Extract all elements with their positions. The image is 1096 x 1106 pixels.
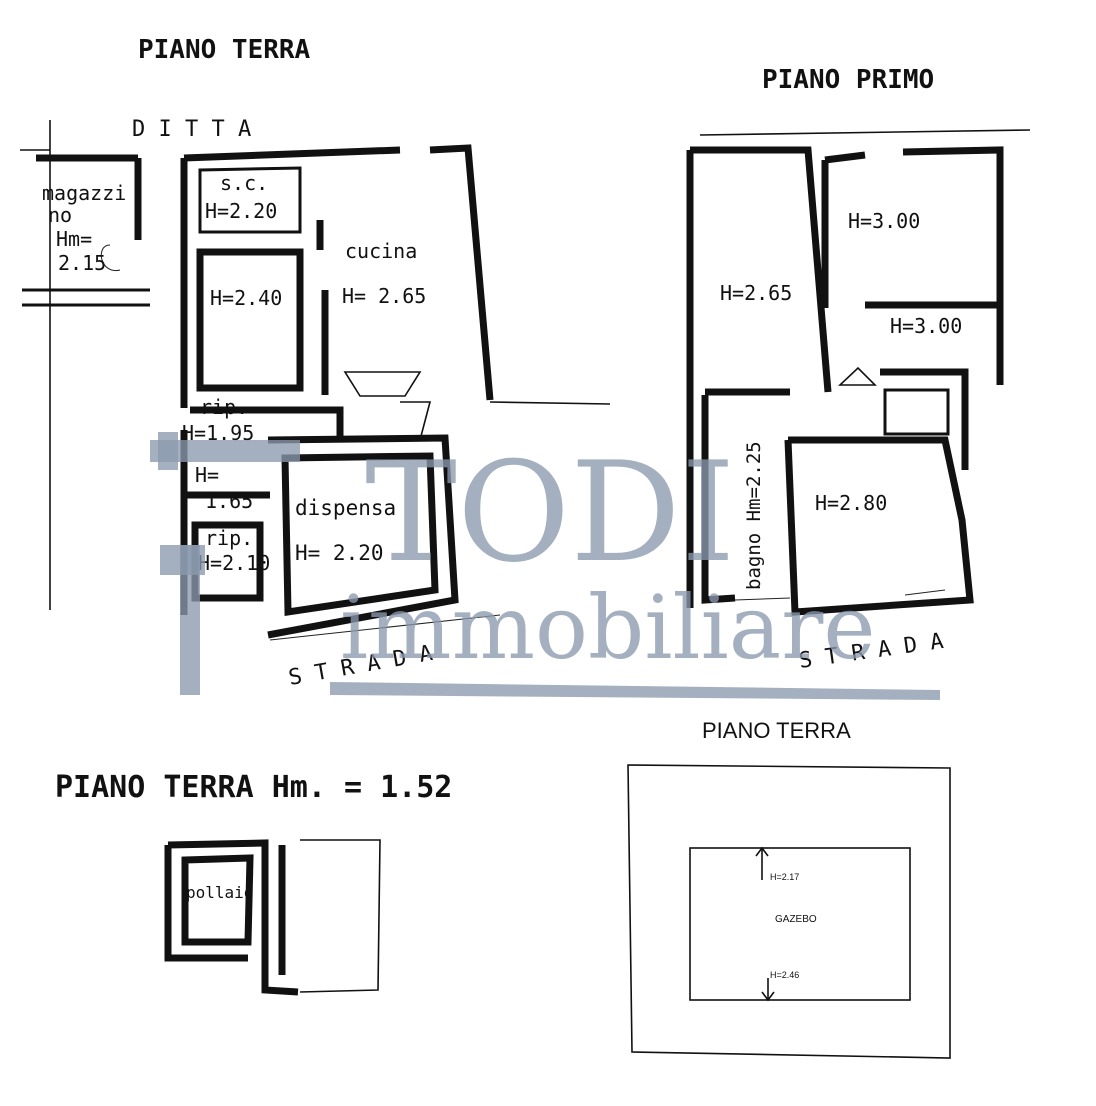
bagno-label: bagno Hm=2.25	[743, 441, 765, 590]
ground-floor-title: PIANO TERRA	[138, 35, 311, 65]
cucina-label: cucina	[345, 239, 417, 263]
pollaio-floor-title: PIANO TERRA Hm. = 1.52	[55, 770, 452, 805]
watermark-immobiliare: immobiliare	[340, 576, 875, 679]
magazzino-height-label: Hm=	[56, 227, 92, 251]
first-room-h280: H=2.80	[815, 491, 887, 515]
ground-main-walls	[180, 144, 611, 641]
h165-value: 1.65	[205, 489, 253, 513]
gazebo-height-top: H=2.17	[770, 872, 799, 882]
pollaio-walls	[164, 839, 381, 996]
gazebo-floor-title: PIANO TERRA	[702, 718, 851, 743]
first-room-h265: H=2.65	[720, 281, 792, 305]
gazebo-label: GAZEBO	[775, 914, 817, 925]
magazzino-label-2: no	[48, 203, 72, 227]
sc-label: s.c.	[220, 171, 268, 195]
dispensa-height: H= 2.20	[295, 541, 384, 565]
h165-label: H=	[195, 463, 219, 487]
rip1-label: rip.	[200, 395, 248, 419]
rip2-label: rip.	[205, 526, 253, 550]
gazebo-plan: PIANO TERRA H=2.17 GAZEBO H=2.46	[627, 718, 951, 1059]
ground-floor-plan: PIANO TERRA D I T T A magazzi no Hm= 2.1…	[20, 35, 611, 691]
rip2-height: H=2.10	[198, 551, 270, 575]
first-main-walls	[686, 129, 1031, 616]
first-floor-title: PIANO PRIMO	[762, 65, 934, 95]
sc-height: H=2.20	[205, 199, 277, 223]
magazzino-label: magazzi	[42, 181, 126, 205]
watermark-todi: TODI	[365, 432, 735, 593]
cucina-height: H= 2.65	[342, 284, 426, 308]
pollaio-plan: PIANO TERRA Hm. = 1.52 pollaio	[55, 770, 452, 996]
watermark-logo: TODI immobiliare	[150, 432, 940, 700]
neighbor-label: D I T T A	[132, 117, 251, 142]
dispensa-label: dispensa	[295, 496, 396, 520]
magazzino-height-value: 2.15	[58, 251, 106, 275]
magazzino-outline	[20, 120, 150, 610]
pollaio-label: pollaio	[186, 883, 253, 902]
gazebo-height-bottom: H=2.46	[770, 970, 799, 980]
first-room-h300-b: H=3.00	[890, 314, 962, 338]
first-room-h300-a: H=3.00	[848, 209, 920, 233]
room-height-240: H=2.40	[210, 286, 282, 310]
